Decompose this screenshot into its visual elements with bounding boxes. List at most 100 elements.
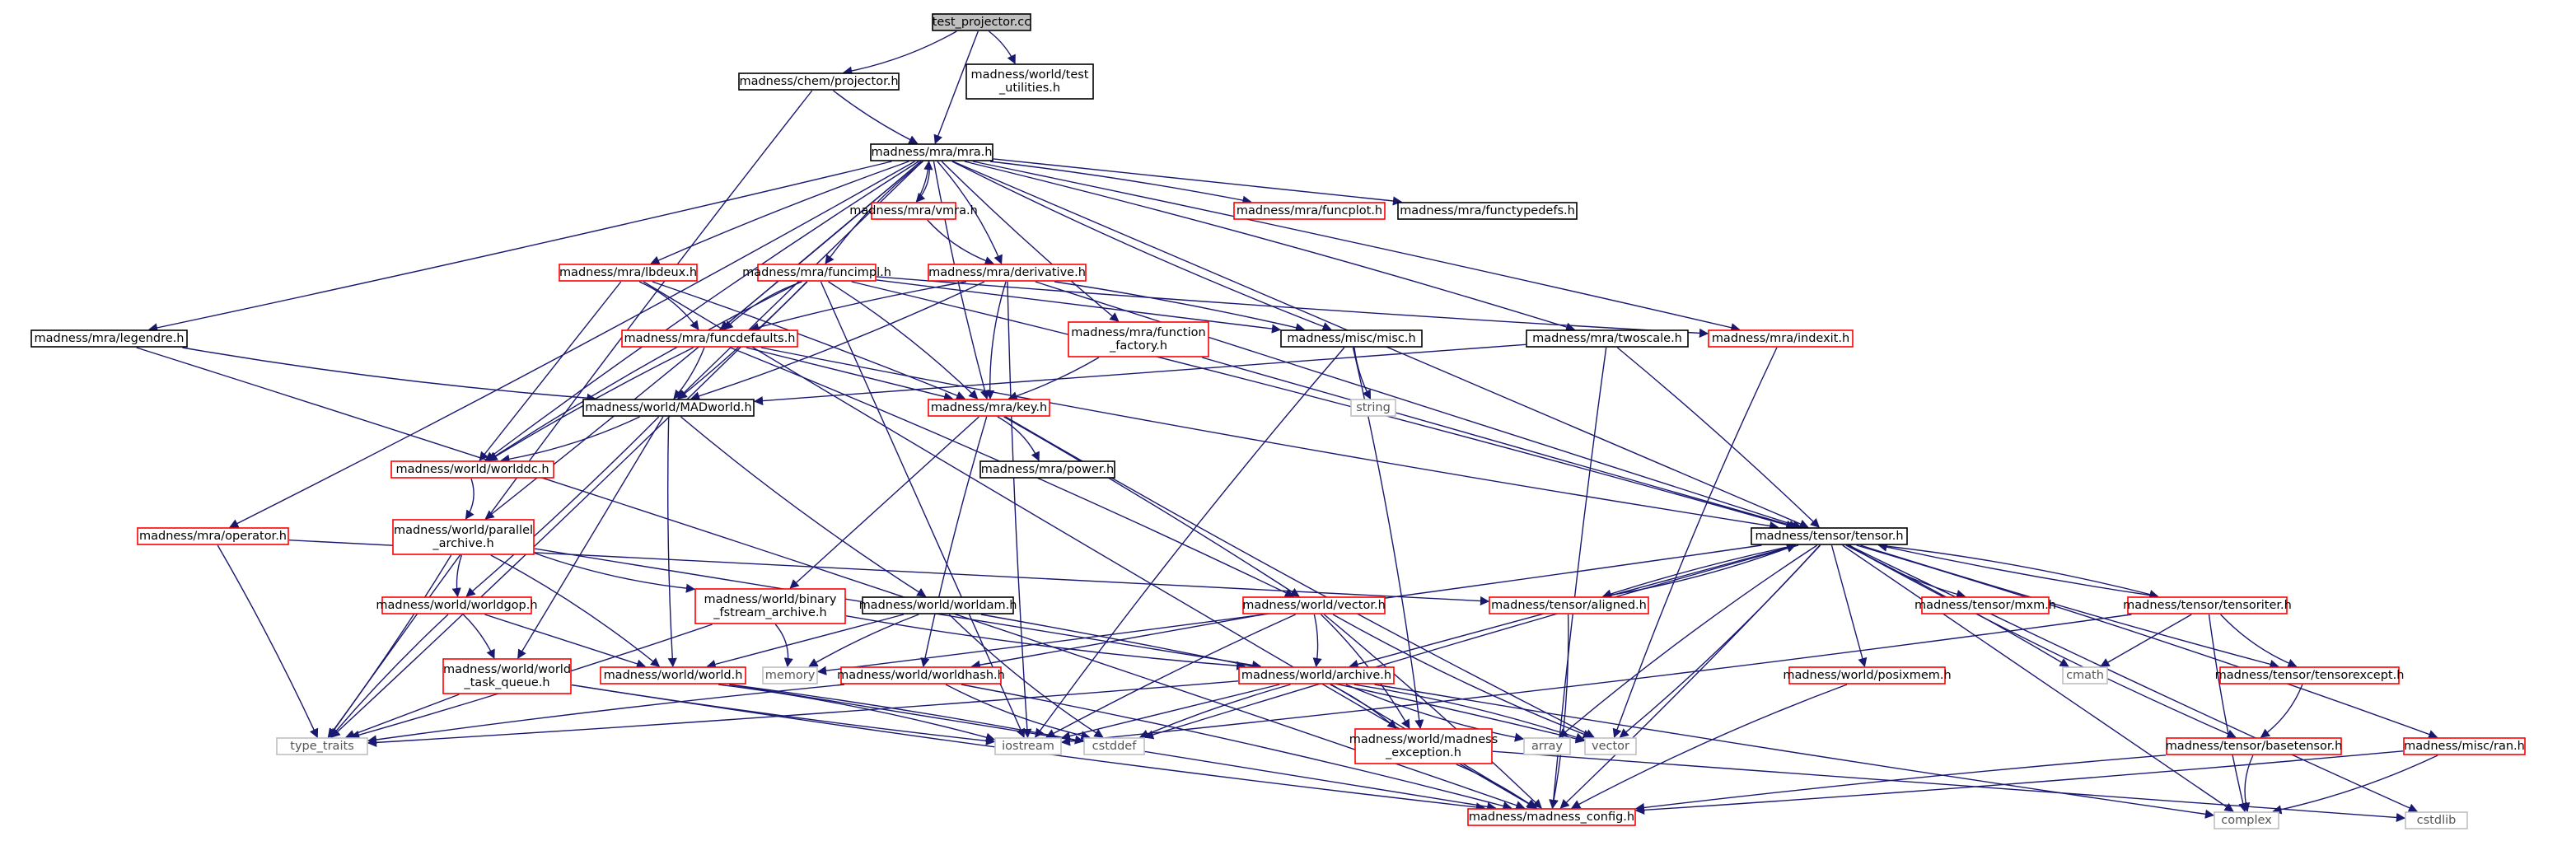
node-label-iostream-0: iostream <box>1002 740 1054 753</box>
edge-indexit-to-vector_std <box>1612 347 1778 739</box>
node-world_task_queue[interactable]: madness/world/world_task_queue.h <box>442 658 572 694</box>
node-funcdefaults[interactable]: madness/mra/funcdefaults.h <box>621 329 798 348</box>
node-parallel_archive[interactable]: madness/world/parallel_archive.h <box>392 519 535 555</box>
edge-funcimpl-to-worlddc <box>487 281 802 461</box>
node-key[interactable]: madness/mra/key.h <box>928 399 1050 417</box>
node-label-worlddc-0: madness/world/worlddc.h <box>395 463 549 476</box>
node-iostream[interactable]: iostream <box>994 737 1062 755</box>
node-label-function_factory-0: madness/mra/function <box>1071 326 1205 339</box>
node-test_utilities[interactable]: madness/world/test_utilities.h <box>965 63 1094 100</box>
edge-misc-to-string <box>1353 347 1372 399</box>
node-label-mra-0: madness/mra/mra.h <box>872 146 993 159</box>
node-label-complex-0: complex <box>2221 814 2272 827</box>
node-twoscale[interactable]: madness/mra/twoscale.h <box>1526 329 1689 348</box>
node-box-tensoriter <box>2127 596 2288 614</box>
edge-funcimpl-to-key <box>828 281 979 399</box>
edge-parallel_archive-to-type_traits <box>327 554 452 738</box>
node-label-tensoriter-0: madness/tensor/tensoriter.h <box>2123 599 2292 612</box>
node-worlddc[interactable]: madness/world/worlddc.h <box>390 460 554 479</box>
edge-root-to-test_utilities <box>989 30 1016 65</box>
node-label-funcplot-0: madness/mra/funcplot.h <box>1237 204 1382 217</box>
node-complex[interactable]: complex <box>2214 811 2279 829</box>
node-derivative[interactable]: madness/mra/derivative.h <box>928 264 1087 282</box>
edge-mra-to-indexit <box>973 161 1741 333</box>
edge-vmra-to-derivative <box>927 219 994 265</box>
node-funcplot[interactable]: madness/mra/funcplot.h <box>1233 202 1386 220</box>
node-memory[interactable]: memory <box>762 666 818 684</box>
edge-funcdefaults-to-madworld <box>673 347 705 399</box>
node-worldgop[interactable]: madness/world/worldgop.h <box>376 596 538 614</box>
node-array[interactable]: array <box>1523 737 1571 755</box>
edge-lbdeux-to-key <box>652 281 966 400</box>
node-worldhash[interactable]: madness/world/worldhash.h <box>837 666 1005 684</box>
edge-funcimpl-to-indexit <box>876 276 1709 338</box>
node-box-tensorexcept <box>2219 666 2400 684</box>
node-label-derivative-0: madness/mra/derivative.h <box>928 266 1086 279</box>
node-functypedefs[interactable]: madness/mra/functypedefs.h <box>1397 202 1578 220</box>
node-vmra[interactable]: madness/mra/vmra.h <box>849 202 978 220</box>
edge-operator-to-type_traits <box>217 544 319 739</box>
node-label-worldhash-0: madness/world/worldhash.h <box>837 669 1005 682</box>
edge-funcimpl-to-tensor <box>851 281 1796 530</box>
node-mxm[interactable]: madness/tensor/mxm.h <box>1914 596 2056 614</box>
node-box-mra <box>870 143 993 161</box>
node-vector_h[interactable]: madness/world/vector.h <box>1242 596 1386 614</box>
edge-madworld-to-worlddc <box>500 416 640 464</box>
node-legendre[interactable]: madness/mra/legendre.h <box>30 329 188 348</box>
node-mra[interactable]: madness/mra/mra.h <box>870 143 993 161</box>
node-type_traits[interactable]: type_traits <box>276 737 368 755</box>
node-aligned[interactable]: madness/tensor/aligned.h <box>1489 596 1649 614</box>
node-tensorexcept[interactable]: madness/tensor/tensorexcept.h <box>2215 666 2405 684</box>
edge-tensor-to-array <box>1558 544 1818 738</box>
node-cstdlib[interactable]: cstdlib <box>2405 811 2468 829</box>
node-box-misc <box>1280 329 1423 348</box>
node-chem_projector[interactable]: madness/chem/projector.h <box>738 72 900 91</box>
node-box-chem_projector <box>738 72 900 91</box>
edge-funcdefaults-to-key <box>746 347 954 402</box>
node-string[interactable]: string <box>1350 399 1396 417</box>
edge-tensoriter-to-cmath <box>2100 614 2192 667</box>
node-function_factory[interactable]: madness/mra/function_factory.h <box>1068 321 1209 357</box>
node-tensor[interactable]: madness/tensor/tensor.h <box>1751 527 1908 545</box>
node-box-array <box>1523 737 1571 755</box>
edge-tensor-to-basetensor <box>1847 544 2237 739</box>
edge-misc-to-iostream <box>1035 347 1345 738</box>
node-madness_exception[interactable]: madness/world/madness_exception.h <box>1349 728 1498 764</box>
node-madness_config[interactable]: madness/madness_config.h <box>1467 808 1636 826</box>
node-operator[interactable]: madness/mra/operator.h <box>137 527 289 545</box>
edge-worldam-to-memory <box>808 614 919 667</box>
edge-archive-to-array <box>1345 684 1525 742</box>
node-cmath[interactable]: cmath <box>2062 666 2108 684</box>
node-posixmem[interactable]: madness/world/posixmem.h <box>1783 666 1952 684</box>
node-box-indexit <box>1708 329 1854 348</box>
node-indexit[interactable]: madness/mra/indexit.h <box>1708 329 1854 348</box>
node-box-posixmem <box>1788 666 1946 684</box>
node-lbdeux[interactable]: madness/mra/lbdeux.h <box>559 264 698 282</box>
node-box-madworld <box>582 399 755 417</box>
edge-worldhash-to-cstddef <box>945 684 1091 741</box>
node-label-mxm-0: madness/tensor/mxm.h <box>1914 599 2056 612</box>
edge-legendre-to-madworld <box>182 347 596 403</box>
node-world_h[interactable]: madness/world/world.h <box>600 666 746 684</box>
node-madworld[interactable]: madness/world/MADworld.h <box>582 399 755 417</box>
node-box-legendre <box>30 329 188 348</box>
node-basetensor[interactable]: madness/tensor/basetensor.h <box>2166 737 2343 755</box>
node-binary_fstream[interactable]: madness/world/binary_fstream_archive.h <box>694 588 846 624</box>
node-worldam[interactable]: madness/world/worldam.h <box>859 596 1017 614</box>
node-ran[interactable]: madness/misc/ran.h <box>2403 737 2526 755</box>
node-label-test_utilities-1: _utilities.h <box>998 82 1060 95</box>
node-tensoriter[interactable]: madness/tensor/tensoriter.h <box>2123 596 2292 614</box>
node-box-world_task_queue <box>442 658 572 694</box>
node-root[interactable]: test_projector.cc <box>932 13 1031 31</box>
node-power[interactable]: madness/mra/power.h <box>979 460 1115 479</box>
edge-parallel_archive-to-worldgop <box>451 554 463 598</box>
node-archive[interactable]: madness/world/archive.h <box>1238 666 1395 684</box>
node-label-aligned-0: madness/tensor/aligned.h <box>1491 599 1647 612</box>
node-label-vmra-0: madness/mra/vmra.h <box>849 204 978 217</box>
node-cstddef[interactable]: cstddef <box>1083 737 1145 755</box>
edge-derivative-to-misc <box>1054 281 1306 333</box>
node-funcimpl[interactable]: madness/mra/funcimpl.h <box>742 264 891 282</box>
node-misc[interactable]: madness/misc/misc.h <box>1280 329 1423 348</box>
node-box-basetensor <box>2166 737 2342 755</box>
node-vector_std[interactable]: vector <box>1584 737 1637 755</box>
